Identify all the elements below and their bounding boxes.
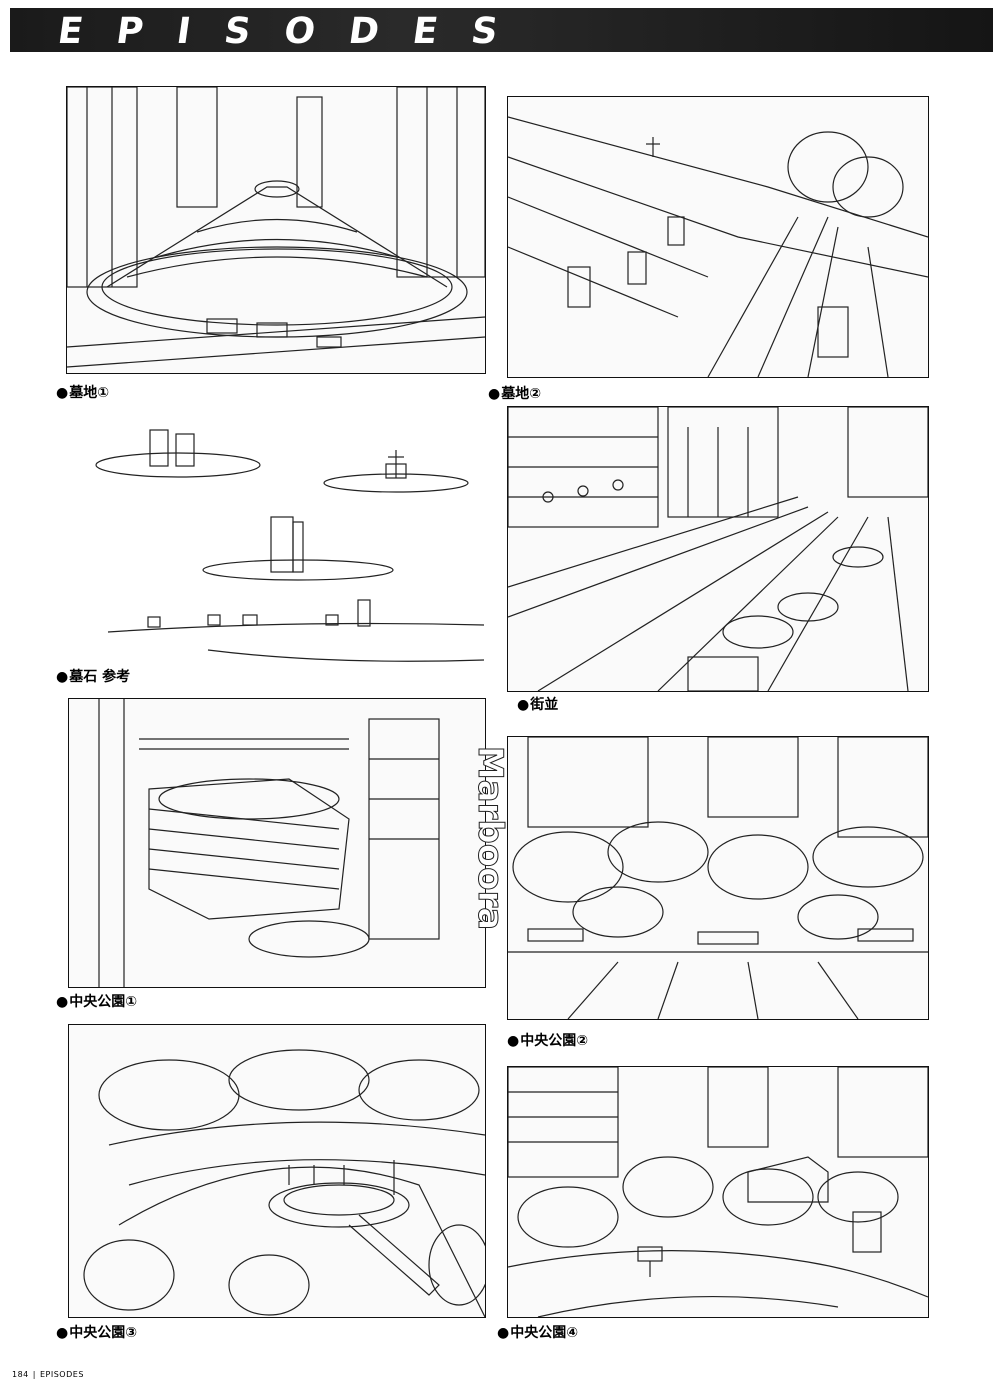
caption-cityscape: ●街並 [517, 697, 559, 713]
sketch-cityscape [507, 406, 929, 692]
sketch-central-park-3 [68, 1024, 486, 1318]
page-title: EPISODES [55, 11, 535, 52]
caption-gravestone-reference: ●墓石 参考 [56, 669, 131, 685]
bullet-icon: ● [488, 386, 501, 402]
bullet-icon: ● [56, 994, 69, 1010]
sketch-central-park-4 [507, 1066, 929, 1318]
bullet-icon: ● [507, 1033, 520, 1049]
sketch-gravestone-reference [88, 420, 484, 670]
caption-cemetery-2: ●墓地② [488, 386, 542, 402]
caption-central-park-4: ●中央公園④ [497, 1325, 579, 1341]
sketch-cemetery-1 [66, 86, 486, 374]
bullet-icon: ● [517, 697, 530, 713]
sketch-central-park-2 [507, 736, 929, 1020]
bullet-icon: ● [497, 1325, 510, 1341]
header-bar [10, 8, 993, 52]
caption-central-park-3: ●中央公園③ [56, 1325, 138, 1341]
bullet-icon: ● [56, 669, 69, 685]
footer-section: EPISODES [39, 1370, 84, 1379]
park-sign-text: Marboora [470, 745, 511, 931]
caption-cemetery-1: ●墓地① [56, 385, 110, 401]
page-number: 184 [12, 1370, 29, 1379]
bullet-icon: ● [56, 385, 69, 401]
sketch-cemetery-2 [507, 96, 929, 378]
footer-separator: | [32, 1370, 36, 1379]
caption-central-park-1: ●中央公園① [56, 994, 138, 1010]
bullet-icon: ● [56, 1325, 69, 1341]
sketch-central-park-1 [68, 698, 486, 988]
page-footer: 184|EPISODES [12, 1370, 84, 1379]
caption-central-park-2: ●中央公園② [507, 1033, 589, 1049]
